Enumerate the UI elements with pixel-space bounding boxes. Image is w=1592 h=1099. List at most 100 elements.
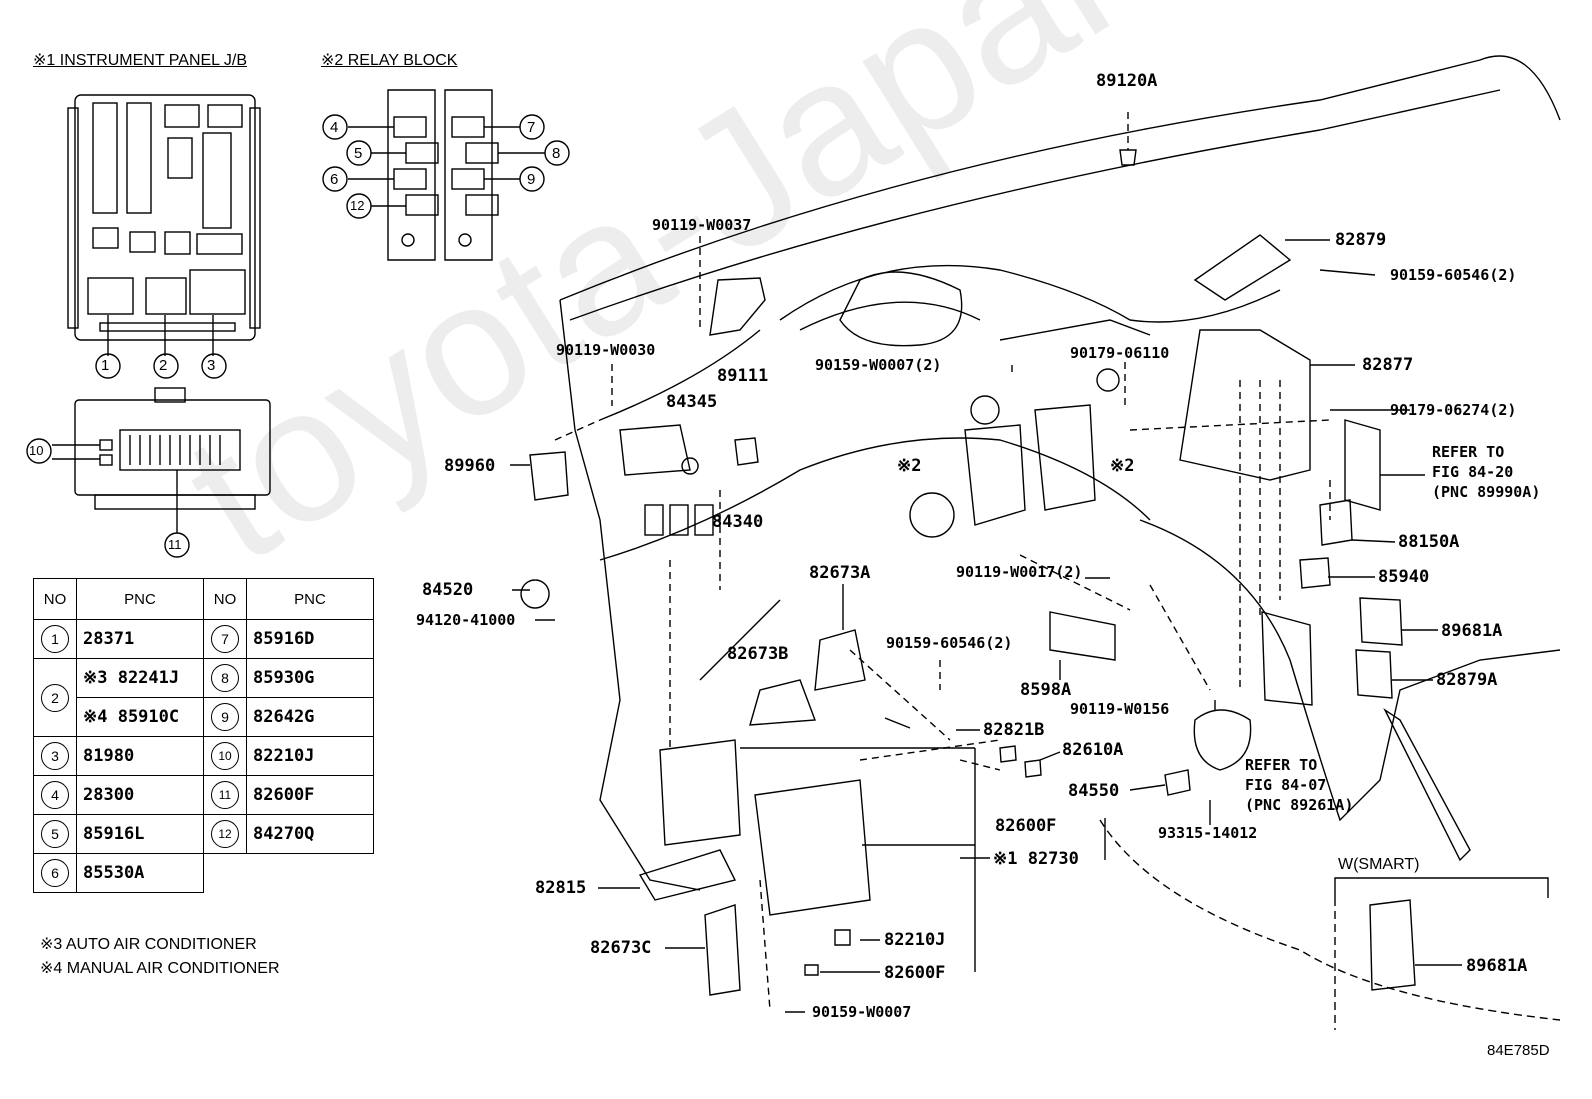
part-label: 90159-W0007 [812, 1003, 912, 1021]
pnc-table: NO PNC NO PNC 1 28371 7 85916D 2 ※3 8224… [33, 578, 374, 893]
note-manual-ac: ※4 MANUAL AIR CONDITIONER [40, 960, 280, 977]
part-label: 90179-06274(2) [1390, 401, 1517, 419]
part-label: 93315-14012 [1158, 824, 1258, 842]
table-header-pnc: PNC [246, 578, 374, 620]
part-label: 89111 [717, 366, 769, 386]
table-header-no: NO [33, 578, 77, 620]
part-label: 90119-W0156 [1070, 700, 1170, 718]
relay-block-ref: ※2 [897, 456, 922, 476]
callout-1: 1 [101, 357, 110, 374]
part-label: 82673A [809, 563, 871, 583]
leader-lines [554, 112, 1331, 1011]
part-label: 82600F [884, 963, 946, 983]
row-number: 3 [41, 742, 69, 770]
part-label: 89681A [1466, 956, 1528, 976]
row-number: 8 [211, 664, 239, 692]
pnc-value: 85916D [246, 619, 374, 659]
part-label: 84345 [666, 392, 718, 412]
table-row: 1 28371 7 85916D [33, 619, 374, 659]
row-number: 7 [211, 625, 239, 653]
note-auto-ac: ※3 AUTO AIR CONDITIONER [40, 936, 257, 953]
solid-leaders [510, 239, 1549, 1030]
table-row: 3 81980 10 82210J [33, 736, 374, 776]
table-row: 5 85916L 12 84270Q [33, 814, 374, 854]
row-number: 2 [41, 683, 69, 712]
part-label: 94120-41000 [416, 611, 516, 629]
pnc-value: 81980 [76, 736, 204, 776]
figure-code: 84E785D [1487, 1042, 1550, 1059]
part-label: 82210J [884, 930, 946, 950]
callout-4: 4 [330, 119, 339, 136]
part-label: 90119-W0017(2) [956, 563, 1083, 581]
dashboard-outline [559, 55, 1561, 1021]
table-row: ※4 85910C 9 82642G [34, 697, 374, 737]
part-label: 90119-W0030 [556, 341, 656, 359]
pnc-value: 82210J [246, 736, 374, 776]
table-header-row: NO PNC NO PNC [33, 578, 374, 620]
table-header-no: NO [203, 578, 247, 620]
jb-callout-circles [26, 353, 227, 558]
part-label: ※1 82730 [993, 849, 1079, 869]
pnc-value: 28371 [76, 619, 204, 659]
refer-note: REFER TO FIG 84-07 (PNC 89261A) [1245, 756, 1354, 814]
callout-6: 6 [330, 171, 339, 188]
part-label: 89120A [1096, 71, 1158, 91]
callout-11: 11 [168, 537, 182, 552]
pnc-value: 85930G [246, 658, 374, 698]
relay-callout-circles [322, 114, 570, 219]
pnc-value: ※3 82241J [76, 658, 204, 698]
part-label: 90119-W0037 [652, 216, 752, 234]
callout-3: 3 [207, 357, 216, 374]
part-label: 84550 [1068, 781, 1120, 801]
row-number: 1 [41, 625, 69, 653]
table-row: 6 85530A [33, 853, 374, 893]
refer-note: REFER TO FIG 84-20 (PNC 89990A) [1432, 443, 1541, 501]
callout-5: 5 [354, 145, 363, 162]
callout-2: 2 [159, 357, 168, 374]
pnc-value: 85916L [76, 814, 204, 854]
smart-variant-label: W(SMART) [1338, 856, 1420, 873]
table-row: 2 ※3 82241J 8 85930G [33, 658, 374, 737]
part-label: 82673C [590, 938, 652, 958]
header-relay-block: ※2 RELAY BLOCK [321, 52, 458, 69]
part-label: 90179-06110 [1070, 344, 1170, 362]
part-label: 82673B [727, 644, 789, 664]
table-header-pnc: PNC [76, 578, 204, 620]
callout-12: 12 [350, 198, 365, 213]
part-label: 89960 [444, 456, 496, 476]
part-label: 84520 [422, 580, 474, 600]
pnc-value: ※4 85910C [76, 697, 204, 737]
pnc-value: 84270Q [246, 814, 374, 854]
callout-7: 7 [527, 119, 536, 136]
part-label: 82815 [535, 878, 587, 898]
row-number: 12 [211, 820, 239, 848]
part-label: 89681A [1441, 621, 1503, 641]
part-label: 90159-60546(2) [1390, 266, 1517, 284]
part-label: 85940 [1378, 567, 1430, 587]
part-label: 8598A [1020, 680, 1072, 700]
part-label: 90159-60546(2) [886, 634, 1013, 652]
part-label: 82610A [1062, 740, 1124, 760]
relay-block-illustration [348, 89, 545, 261]
header-instrument-panel-jb: ※1 INSTRUMENT PANEL J/B [33, 52, 248, 69]
part-label: 82821B [983, 720, 1045, 740]
row-number: 9 [211, 703, 239, 731]
pnc-value: 85530A [76, 853, 204, 893]
row-number: 5 [41, 820, 69, 848]
jb-underside-illustration [52, 387, 271, 533]
part-label: 82879 [1335, 230, 1387, 250]
relay-block-ref: ※2 [1110, 456, 1135, 476]
part-label: 82879A [1436, 670, 1498, 690]
part-label: 90159-W0007(2) [815, 356, 942, 374]
table-row: 4 28300 11 82600F [33, 775, 374, 815]
row-number: 11 [211, 781, 239, 809]
callout-10: 10 [29, 443, 44, 458]
part-label: 84340 [712, 512, 764, 532]
row-number: 6 [41, 859, 69, 887]
pnc-value: 28300 [76, 775, 204, 815]
callout-8: 8 [552, 145, 561, 162]
part-label: 82877 [1362, 355, 1414, 375]
pnc-value: 82642G [246, 697, 374, 737]
pnc-value: 82600F [246, 775, 374, 815]
